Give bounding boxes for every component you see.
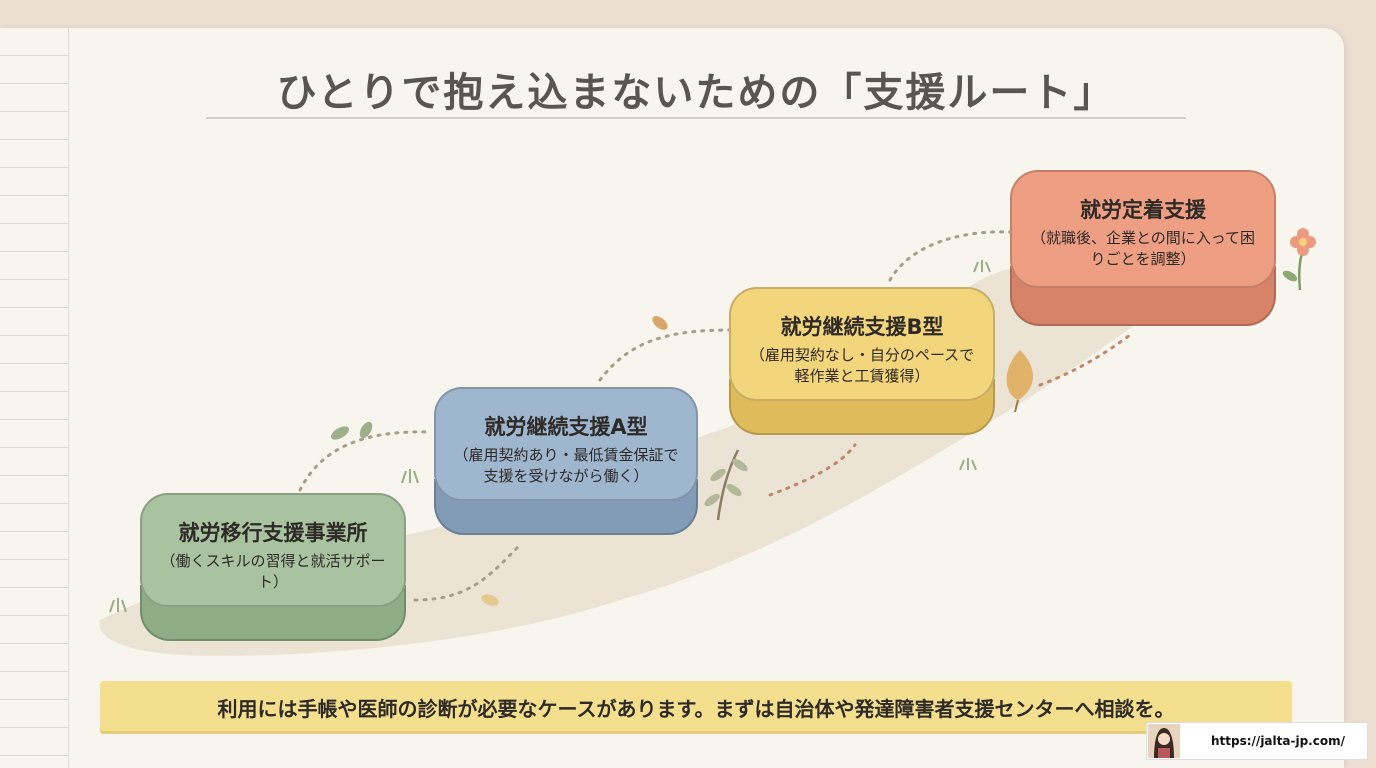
leaf-icon xyxy=(330,421,373,440)
step-keizoku-a[interactable]: 就労継続支援A型 （雇用契約あり・最低賃金保証で支援を受けながら働く） xyxy=(434,387,698,535)
dotted-connector xyxy=(768,443,857,497)
step-top xyxy=(729,287,995,401)
flower-icon xyxy=(1282,228,1316,291)
page-title: ひとりで抱え込まないための「支援ルート」 xyxy=(276,70,1116,116)
step-top xyxy=(434,387,698,501)
step-top xyxy=(1010,170,1276,288)
avatar xyxy=(1148,724,1180,758)
step-teichaku[interactable]: 就労定着支援 （就職後、企業との間に入って困りごとを調整） xyxy=(1010,170,1276,326)
step-desc: （雇用契約なし・自分のペースで軽作業と工賃獲得） xyxy=(749,346,975,385)
leaf-icon xyxy=(652,316,668,330)
step-desc: （働くスキルの習得と就活サポート） xyxy=(160,552,386,591)
dotted-connector xyxy=(298,430,432,492)
step-keizoku-b[interactable]: 就労継続支援B型 （雇用契約なし・自分のペースで軽作業と工賃獲得） xyxy=(729,287,995,435)
step-name: 就労継続支援A型 xyxy=(484,415,648,439)
consultation-note: 利用には手帳や医師の診断が必要なケースがあります。まずは自治体や発達障害者支援セ… xyxy=(100,681,1292,731)
step-name: 就労移行支援事業所 xyxy=(178,521,368,545)
notebook-margin xyxy=(0,28,69,768)
site-url-link[interactable]: https://jalta-jp.com/ xyxy=(1211,734,1345,748)
step-top xyxy=(140,493,406,607)
step-desc: （雇用契約あり・最低賃金保証で支援を受けながら働く） xyxy=(453,446,679,485)
step-shuro-ikou[interactable]: 就労移行支援事業所 （働くスキルの習得と就活サポート） xyxy=(140,493,406,641)
autumn-leaf-icon xyxy=(1006,350,1033,413)
step-name: 就労継続支援B型 xyxy=(780,315,944,339)
leaf-icon xyxy=(481,594,499,606)
grass-icon xyxy=(109,260,991,613)
dotted-connector xyxy=(888,230,1012,282)
credit-badge[interactable]: https://jalta-jp.com/ xyxy=(1146,722,1368,760)
step-name: 就労定着支援 xyxy=(1080,198,1206,222)
dotted-connector xyxy=(413,543,522,602)
dotted-connector xyxy=(598,328,732,382)
note-text: 利用には手帳や医師の診断が必要なケースがあります。まずは自治体や発達障害者支援セ… xyxy=(217,697,1175,721)
title-divider xyxy=(206,117,1186,119)
step-desc: （就職後、企業との間に入って困りごとを調整） xyxy=(1030,229,1256,268)
fern-icon xyxy=(704,449,748,521)
